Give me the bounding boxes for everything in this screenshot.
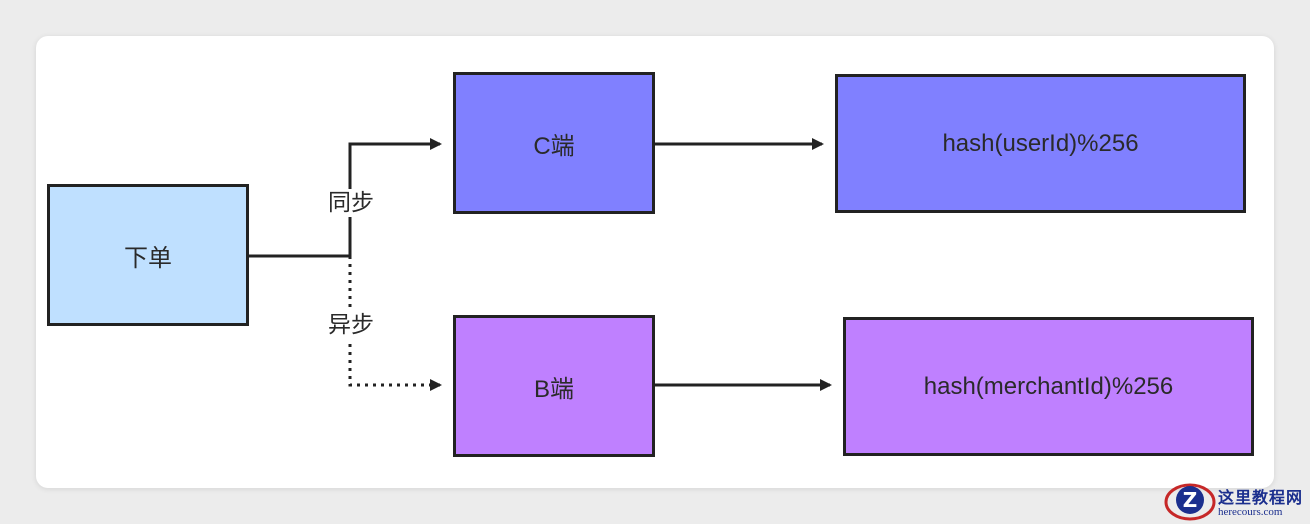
node-b-side: B端: [453, 315, 655, 457]
watermark-title: 这里教程网: [1218, 488, 1304, 507]
node-b-hash: hash(merchantId)%256: [843, 317, 1254, 456]
watermark-url: herecours.com: [1218, 506, 1283, 518]
sync-edge-label: 同步: [326, 189, 376, 217]
svg-text:Z: Z: [1183, 488, 1198, 512]
node-c-hash-label: hash(userId)%256: [942, 129, 1139, 157]
edge-async-to-b-side: [348, 256, 442, 391]
node-order: 下单: [47, 184, 249, 326]
node-c-side-label: C端: [533, 132, 575, 160]
node-b-hash-label: hash(merchantId)%256: [923, 372, 1174, 400]
node-b-side-label: B端: [533, 375, 574, 403]
node-c-hash: hash(userId)%256: [835, 74, 1246, 213]
edge-sync-to-c-side: [348, 138, 442, 256]
node-order-label: 下单: [124, 244, 172, 272]
logo-z-icon: Z: [1164, 483, 1216, 521]
watermark: Z 这里教程网 herecours.com: [1160, 478, 1310, 524]
async-edge-label: 异步: [326, 311, 376, 339]
node-c-side: C端: [453, 72, 655, 214]
